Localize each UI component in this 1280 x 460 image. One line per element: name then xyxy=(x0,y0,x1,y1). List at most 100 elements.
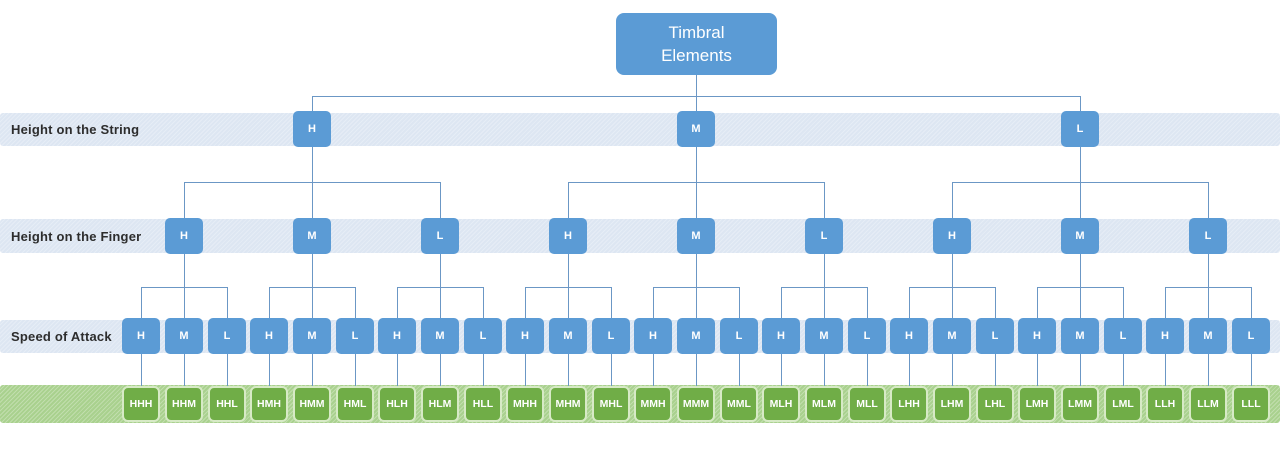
connector-line xyxy=(1080,254,1081,287)
connector-line xyxy=(739,287,740,318)
connector-line xyxy=(525,354,526,386)
connector-line xyxy=(184,287,185,318)
attack-level-node: M xyxy=(421,318,459,354)
attack-level-node: L xyxy=(976,318,1014,354)
connector-line xyxy=(440,287,441,318)
connector-line xyxy=(781,354,782,386)
connector-line xyxy=(397,354,398,386)
leaf-code-node: LMM xyxy=(1061,386,1099,422)
leaf-code-node: MHL xyxy=(592,386,630,422)
connector-line xyxy=(525,287,526,318)
connector-line xyxy=(440,354,441,386)
finger-level-node: H xyxy=(549,218,587,254)
leaf-code-node: LHL xyxy=(976,386,1014,422)
finger-level-node: M xyxy=(293,218,331,254)
attack-level-node: M xyxy=(293,318,331,354)
connector-line xyxy=(696,96,697,111)
finger-level-node: M xyxy=(677,218,715,254)
attack-level-node: H xyxy=(1146,318,1184,354)
leaf-code-node: LLM xyxy=(1189,386,1227,422)
connector-line xyxy=(824,354,825,386)
connector-line xyxy=(1080,182,1081,218)
connector-line xyxy=(568,287,569,318)
connector-line xyxy=(227,287,228,318)
leaf-code-node: HHM xyxy=(165,386,203,422)
connector-line xyxy=(483,354,484,386)
connector-line xyxy=(1037,287,1038,318)
leaf-code-node: HHH xyxy=(122,386,160,422)
finger-level-node: L xyxy=(1189,218,1227,254)
root-node-timbral-elements: Timbral Elements xyxy=(616,13,777,75)
connector-line xyxy=(355,287,356,318)
band-label-height-on-string: Height on the String xyxy=(11,122,140,137)
connector-line xyxy=(611,287,612,318)
leaf-code-node: LMH xyxy=(1018,386,1056,422)
connector-line xyxy=(568,254,569,287)
connector-line xyxy=(141,287,142,318)
leaf-code-node: MLH xyxy=(762,386,800,422)
connector-line xyxy=(952,287,953,318)
band-label-height-on-finger: Height on the Finger xyxy=(11,228,142,244)
connector-line xyxy=(824,287,825,318)
connector-line xyxy=(1080,354,1081,386)
leaf-code-node: MMH xyxy=(634,386,672,422)
connector-line xyxy=(227,354,228,386)
connector-line xyxy=(312,354,313,386)
connector-line xyxy=(867,354,868,386)
connector-line xyxy=(312,96,313,111)
finger-level-node: M xyxy=(1061,218,1099,254)
connector-line xyxy=(397,287,398,318)
attack-level-node: L xyxy=(336,318,374,354)
string-level-node: M xyxy=(677,111,715,147)
leaf-code-node: HLM xyxy=(421,386,459,422)
connector-line xyxy=(696,147,697,182)
band-label-speed-of-attack: Speed of Attack xyxy=(11,329,112,344)
leaf-code-node: LLH xyxy=(1146,386,1184,422)
attack-level-node: H xyxy=(1018,318,1056,354)
connector-line xyxy=(952,254,953,287)
connector-line xyxy=(739,354,740,386)
connector-line xyxy=(909,287,910,318)
connector-line xyxy=(1165,354,1166,386)
leaf-code-node: LML xyxy=(1104,386,1142,422)
attack-level-node: L xyxy=(464,318,502,354)
leaf-code-node: MHH xyxy=(506,386,544,422)
leaf-code-node: LLL xyxy=(1232,386,1270,422)
connector-line xyxy=(440,254,441,287)
connector-line xyxy=(696,354,697,386)
connector-line xyxy=(952,354,953,386)
connector-line xyxy=(824,254,825,287)
string-level-node: H xyxy=(293,111,331,147)
leaf-code-node: MMM xyxy=(677,386,715,422)
leaf-code-node: MML xyxy=(720,386,758,422)
leaf-code-node: LHM xyxy=(933,386,971,422)
connector-line xyxy=(781,287,782,318)
connector-line xyxy=(909,354,910,386)
connector-line xyxy=(696,75,697,96)
connector-line xyxy=(312,287,313,318)
leaf-code-node: HMH xyxy=(250,386,288,422)
finger-level-node: L xyxy=(421,218,459,254)
connector-line xyxy=(312,254,313,287)
connector-line xyxy=(1080,287,1081,318)
connector-line xyxy=(1251,354,1252,386)
connector-line xyxy=(1037,354,1038,386)
connector-line xyxy=(483,287,484,318)
connector-line xyxy=(1123,287,1124,318)
attack-level-node: L xyxy=(592,318,630,354)
string-level-node: L xyxy=(1061,111,1099,147)
connector-line xyxy=(952,182,953,218)
attack-level-node: M xyxy=(165,318,203,354)
leaf-code-node: HMM xyxy=(293,386,331,422)
connector-line xyxy=(611,354,612,386)
connector-line xyxy=(312,147,313,182)
attack-level-node: H xyxy=(890,318,928,354)
attack-level-node: L xyxy=(208,318,246,354)
attack-level-node: H xyxy=(762,318,800,354)
connector-line xyxy=(1208,254,1209,287)
leaf-code-node: HML xyxy=(336,386,374,422)
connector-line xyxy=(568,354,569,386)
attack-level-node: M xyxy=(677,318,715,354)
finger-level-node: H xyxy=(165,218,203,254)
